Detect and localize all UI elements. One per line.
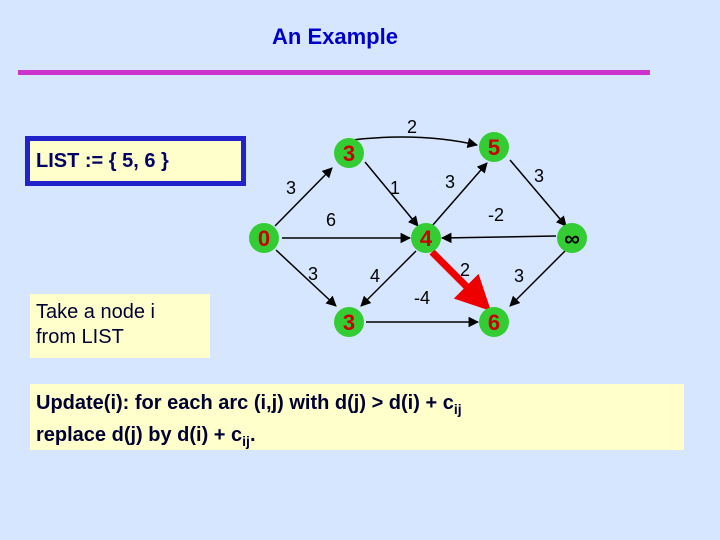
node-3-bottom: 3 xyxy=(334,307,364,337)
edge-label-4-3bot: 4 xyxy=(370,266,380,286)
edge-label-3bot-6: -4 xyxy=(414,288,430,308)
edge-0-3top xyxy=(274,167,333,227)
node-0-circle xyxy=(249,223,279,253)
node-6-circle xyxy=(479,307,509,337)
node-3-top: 3 xyxy=(334,138,364,168)
edge-4-3bot xyxy=(360,250,417,307)
update-rule-box: Update(i): for each arc (i,j) with d(j) … xyxy=(30,384,684,450)
edge-inf-4 xyxy=(440,232,557,244)
update-line2-sub: ij xyxy=(242,433,250,449)
take-text-line2: from LIST xyxy=(36,326,124,348)
list-text: LIST := { 5, 6 } xyxy=(36,149,169,172)
edge-3top-4 xyxy=(364,161,419,227)
title-divider xyxy=(18,70,650,75)
edge-3top-5 xyxy=(351,136,479,149)
node-4: 4 xyxy=(411,223,441,253)
edge-label-0-3top: 3 xyxy=(286,178,296,198)
edge-5-inf xyxy=(509,159,567,227)
node-inf-label: ∞ xyxy=(564,226,580,251)
edge-label-5-inf: 3 xyxy=(534,166,544,186)
node-0-label: 0 xyxy=(258,226,270,251)
edge-0-3bot xyxy=(275,249,337,307)
edge-label-4-5: 3 xyxy=(445,172,455,192)
node-3-top-label: 3 xyxy=(343,141,355,166)
update-line2-suffix: . xyxy=(249,424,256,446)
node-5-circle xyxy=(479,132,509,162)
edge-4-5 xyxy=(431,162,488,227)
edge-label-0-3bot: 3 xyxy=(308,264,318,284)
node-3-top-circle xyxy=(334,138,364,168)
take-node-box: Take a node i from LIST xyxy=(30,294,210,358)
update-line1: Update(i): for each arc (i,j) with d(j) … xyxy=(36,390,684,422)
take-text-line1: Take a node i xyxy=(36,301,155,323)
edge-label-0-4: 6 xyxy=(326,210,336,230)
page-title: An Example xyxy=(272,24,398,49)
update-line1-sub: ij xyxy=(453,401,462,417)
node-3-bottom-circle xyxy=(334,307,364,337)
edge-label-inf-6: 3 xyxy=(514,266,524,286)
edge-4-6-highlight xyxy=(429,249,491,311)
node-3-bottom-label: 3 xyxy=(343,310,355,335)
node-0: 0 xyxy=(249,223,279,253)
update-line2-text: replace d(j) by d(i) + c xyxy=(36,424,243,446)
update-line1-text: Update(i): for each arc (i,j) with d(j) … xyxy=(36,392,454,414)
list-box: LIST := { 5, 6 } xyxy=(25,136,246,186)
edge-label-3top-5: 2 xyxy=(407,117,417,137)
edge-label-3top-4: 1 xyxy=(390,178,400,198)
edge-inf-6 xyxy=(509,249,567,307)
node-4-label: 4 xyxy=(420,226,433,251)
node-6-label: 6 xyxy=(488,310,500,335)
node-inf: ∞ xyxy=(557,223,587,253)
edge-label-inf-4: -2 xyxy=(488,205,504,225)
node-5: 5 xyxy=(479,132,509,162)
node-4-circle xyxy=(411,223,441,253)
node-5-label: 5 xyxy=(488,135,500,160)
node-inf-circle xyxy=(557,223,587,253)
node-6: 6 xyxy=(479,307,509,337)
edge-label-4-6: 2 xyxy=(460,260,470,280)
update-line2: replace d(j) by d(i) + cij. xyxy=(36,422,684,454)
